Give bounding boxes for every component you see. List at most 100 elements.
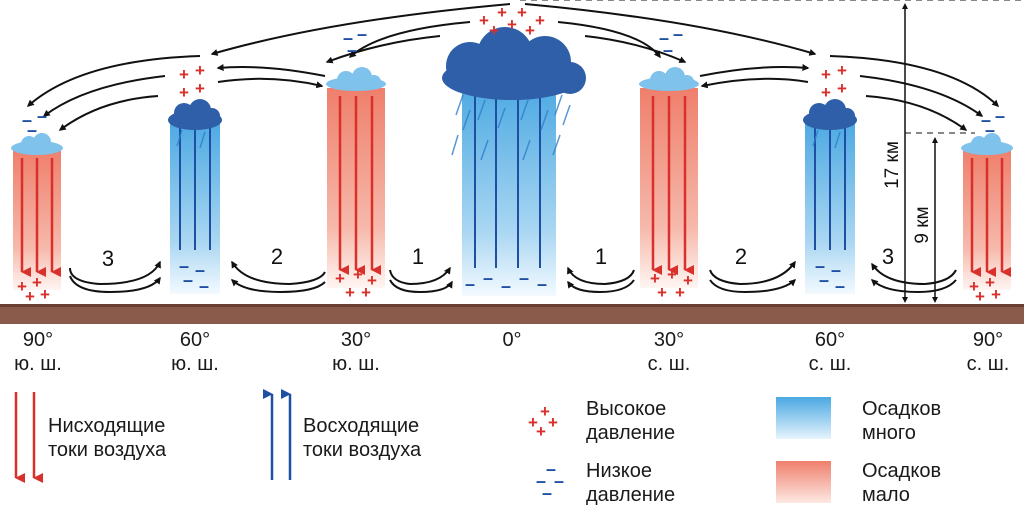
low-pressure-symbol: – (835, 276, 845, 296)
low-pressure-symbol: – (465, 274, 475, 294)
surface-flow-arrow (69, 260, 161, 286)
low-pressure-symbol: – (985, 120, 995, 140)
low-pressure-symbol: – (995, 106, 1005, 126)
upper-flow-arrow (58, 95, 159, 131)
light-cloud-30n (639, 67, 699, 91)
high-pressure-symbol: + (650, 269, 660, 288)
surface-flow-arrow (567, 279, 635, 294)
surface-flow-arrow (870, 279, 957, 294)
low-pressure-symbol: – (663, 40, 673, 60)
high-pressure-symbol: + (179, 65, 189, 84)
ascending-column-60n (805, 114, 855, 294)
low-pressure-symbol: – (37, 106, 47, 126)
cell-number-1-south: 1 (412, 244, 424, 269)
latitude-label-equator: 0° (502, 329, 522, 351)
latitude-label-30n: 30°с. ш. (647, 329, 691, 375)
high-pressure-symbol: + (179, 83, 189, 102)
low-pressure-symbol: – (357, 24, 367, 44)
high-pressure-symbol: + (821, 83, 831, 102)
legend-ascending-arrows-icon (263, 389, 292, 480)
low-pressure-symbol: – (537, 274, 547, 294)
upper-flow-arrow (699, 64, 810, 77)
high-pressure-symbol: + (361, 283, 371, 302)
legend-descending-arrows-icon (14, 392, 43, 483)
high-pressure-symbol: + (667, 265, 677, 284)
low-pressure-symbol: – (554, 471, 564, 491)
latitude-label-60n: 60°с. ш. (808, 329, 852, 375)
upper-flow-arrow (325, 35, 441, 64)
high-pressure-symbol: + (837, 79, 847, 98)
high-pressure-symbol: + (675, 283, 685, 302)
surface-flow-arrow (871, 262, 957, 286)
low-pressure-symbol: – (546, 459, 556, 479)
high-pressure-symbol: + (507, 15, 517, 34)
descending-column-90n (963, 150, 1011, 290)
upper-flow-arrow (829, 55, 1000, 107)
low-pressure-symbol: – (183, 270, 193, 290)
height-17km-label: 17 км (882, 141, 903, 189)
low-pressure-symbol: – (347, 40, 357, 60)
high-pressure-symbol: + (528, 413, 538, 432)
high-pressure-symbol: + (837, 61, 847, 80)
high-pressure-symbol: + (479, 11, 489, 30)
upper-flow-arrow (700, 77, 809, 89)
high-pressure-symbol: + (353, 265, 363, 284)
upper-flow-arrow (210, 3, 511, 56)
low-pressure-symbol: – (542, 483, 552, 503)
ground-strip (0, 304, 1024, 324)
low-pressure-symbol: – (483, 268, 493, 288)
surface-flow-arrow (389, 266, 451, 286)
high-pressure-symbol: + (497, 3, 507, 22)
high-pressure-symbol: + (975, 287, 985, 306)
low-pressure-symbol: – (673, 24, 683, 44)
storm-cloud-60s (168, 99, 222, 130)
upper-flow-arrow (865, 95, 968, 131)
surface-flow-arrow (389, 279, 453, 294)
storm-cloud-equator (442, 27, 586, 100)
low-pressure-symbol: – (536, 471, 546, 491)
upper-flow-arrow (216, 64, 326, 77)
low-pressure-symbol: – (815, 256, 825, 276)
surface-flow-arrow (230, 279, 326, 294)
latitude-label-60s: 60°ю. ш. (171, 329, 219, 375)
high-pressure-symbol: + (40, 285, 50, 304)
upper-flow-arrow (26, 55, 201, 107)
high-pressure-symbol: + (25, 287, 35, 306)
low-pressure-symbol: – (22, 110, 32, 130)
high-pressure-symbol: + (683, 271, 693, 290)
low-pressure-symbol: – (27, 120, 37, 140)
surface-flow-arrow (69, 275, 161, 294)
latitude-label-30s: 30°ю. ш. (332, 329, 380, 375)
low-pressure-symbol: – (659, 28, 669, 48)
legend-precip-little-swatch (776, 461, 831, 503)
surface-flow-arrow (709, 279, 797, 294)
low-pressure-symbol: – (981, 110, 991, 130)
high-pressure-symbol: + (345, 283, 355, 302)
light-cloud-90n (961, 133, 1013, 155)
legend-precip-much-swatch (776, 397, 831, 439)
high-pressure-symbol: + (540, 402, 550, 421)
low-pressure-symbol: – (199, 276, 209, 296)
high-pressure-symbol: + (335, 269, 345, 288)
cell-number-3-south: 3 (102, 246, 114, 271)
high-pressure-symbol: + (489, 21, 499, 40)
high-pressure-symbol: + (517, 3, 527, 22)
high-pressure-symbol: + (548, 413, 558, 432)
latitude-label-90n: 90°с. ш. (966, 329, 1010, 375)
cell-number-1-north: 1 (595, 244, 607, 269)
high-pressure-symbol: + (985, 273, 995, 292)
light-cloud-30s (326, 67, 386, 91)
descending-column-30s (327, 88, 385, 288)
storm-cloud-60n (803, 99, 857, 130)
cell-number-2-south: 2 (271, 244, 283, 269)
upper-flow-arrow (524, 3, 817, 56)
low-pressure-symbol: – (819, 270, 829, 290)
low-pressure-symbol: – (195, 260, 205, 280)
high-pressure-symbol: + (657, 283, 667, 302)
